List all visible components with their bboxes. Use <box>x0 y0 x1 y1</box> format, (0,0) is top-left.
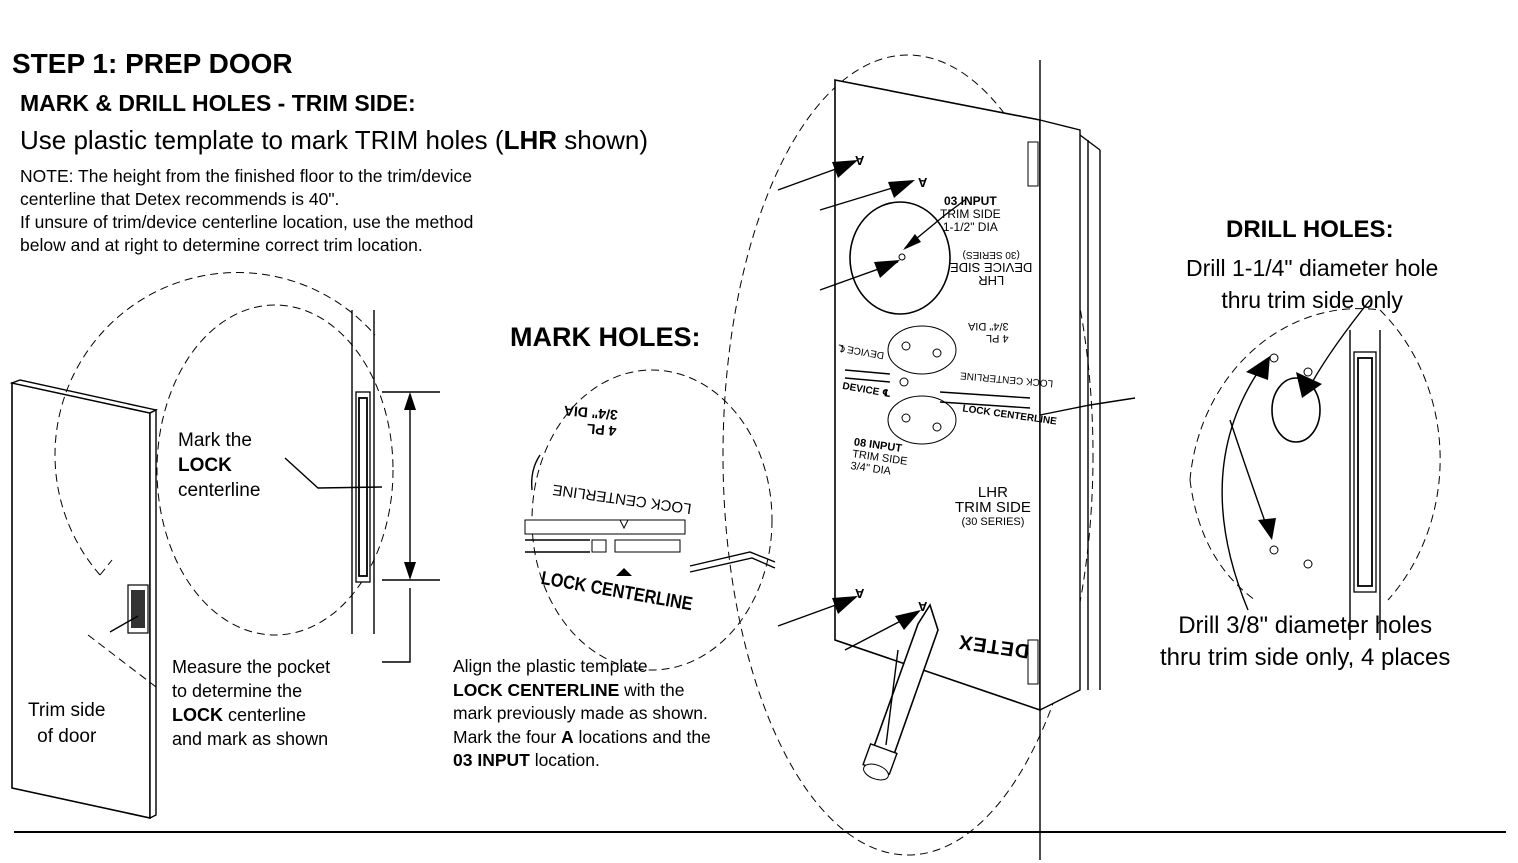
mark-holes-title: MARK HOLES: <box>510 322 701 352</box>
label-08-input: 08 INPUT TRIM SIDE 3/4" DIA <box>849 436 909 478</box>
zoom-circle-pocket <box>54 272 440 691</box>
label-4pl: 4 PL 3/4" DIA <box>968 320 1009 344</box>
drill-small-holes-text: Drill 3/8" diameter holes thru trim side… <box>1160 612 1451 671</box>
section-title: MARK & DRILL HOLES - TRIM SIDE: <box>20 90 416 116</box>
hole-mark-a4: A <box>918 598 928 614</box>
drill-holes-title: DRILL HOLES: <box>1226 216 1394 243</box>
hole-mark-a2: A <box>918 174 928 190</box>
step-title: STEP 1: PREP DOOR <box>12 48 293 79</box>
hole-mark-a1: A <box>855 152 865 168</box>
instruction: Use plastic template to mark TRIM holes … <box>20 125 649 155</box>
zoom-label-4pl: 4 PL 3/4" DIA <box>563 402 619 440</box>
door-small <box>9 379 159 820</box>
drill-large-hole-text: Drill 1-1/4" diameter hole thru trim sid… <box>1186 255 1439 313</box>
zoom-circle-template <box>524 369 776 671</box>
align-template-text: Align the plastic template LOCK CENTERLI… <box>453 656 711 770</box>
drill-detail <box>1189 299 1441 640</box>
template-door <box>722 54 1136 860</box>
measure-pocket-text: Measure the pocket to determine the LOCK… <box>172 657 331 749</box>
mark-lock-text: Mark the LOCK centerline <box>178 430 261 501</box>
label-03-input: 03 INPUT TRIM SIDE 1-1/2" DIA <box>940 194 1001 234</box>
label-lhr-device-side: LHR DEVICE SIDE (30 SERIES) <box>950 249 1033 288</box>
trim-side-label: Trim side of door <box>28 700 106 747</box>
hole-mark-a3: A <box>855 585 865 601</box>
note-text: NOTE: The height from the finished floor… <box>20 166 474 255</box>
label-lhr-trim-side: LHR TRIM SIDE (30 SERIES) <box>955 484 1031 528</box>
